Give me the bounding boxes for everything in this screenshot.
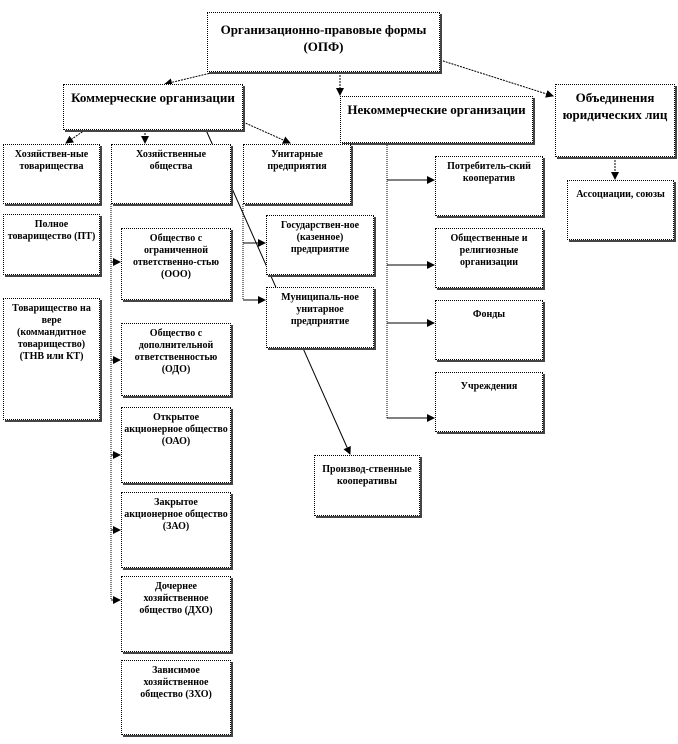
ooo-box: Общество с ограниченной ответственно-сть… — [121, 228, 231, 300]
arrow-root-unions — [439, 59, 554, 98]
arrow-root-commercial — [164, 71, 216, 87]
state-enterprise-box: Государствен-ное (казенное) предприятие — [266, 215, 374, 275]
full-partnership-box: Полное товарищество (ПТ) — [3, 214, 100, 275]
root-box: Организационно-правовые формы (ОПФ) — [207, 12, 440, 72]
dho-box: Дочернее хозяйственное общество (ДХО) — [121, 576, 231, 652]
zho-box: Зависимое хозяйственное общество (ЗХО) — [121, 660, 231, 735]
associations-box: Ассоциации, союзы — [567, 180, 674, 240]
public-orgs-box: Общественные и религиозные организации — [435, 228, 543, 288]
consumer-coop-box: Потребитель-ский кооператив — [435, 156, 543, 216]
production-coop-box: Производ-ственные кооперативы — [314, 455, 420, 516]
municipal-enterprise-box: Муниципаль-ное унитарное предприятие — [266, 287, 374, 348]
commercial-box: Коммерческие организации — [63, 84, 243, 130]
odo-box: Общество с дополнительной ответственност… — [121, 323, 231, 396]
arrow-commercial-unitary — [242, 121, 291, 144]
funds-box: Фонды — [435, 300, 543, 360]
noncommercial-box: Некоммерческие организации — [340, 96, 533, 143]
companies-box: Хозяйственные общества — [111, 144, 231, 204]
partnerships-box: Хозяйствен-ные товарищества — [3, 144, 100, 204]
oao-box: Открытое акционерное общество (ОАО) — [121, 407, 231, 483]
arrow-commercial-partnerships — [65, 129, 86, 144]
limited-partnership-box: Товарищество на вере (коммандитное товар… — [3, 298, 100, 420]
institutions-box: Учреждения — [435, 372, 543, 432]
unions-box: Объединения юридических лиц — [555, 84, 675, 157]
unitary-box: Унитарные предприятия — [243, 144, 351, 204]
zao-box: Закрытое акционерное общество (ЗАО) — [121, 492, 231, 568]
